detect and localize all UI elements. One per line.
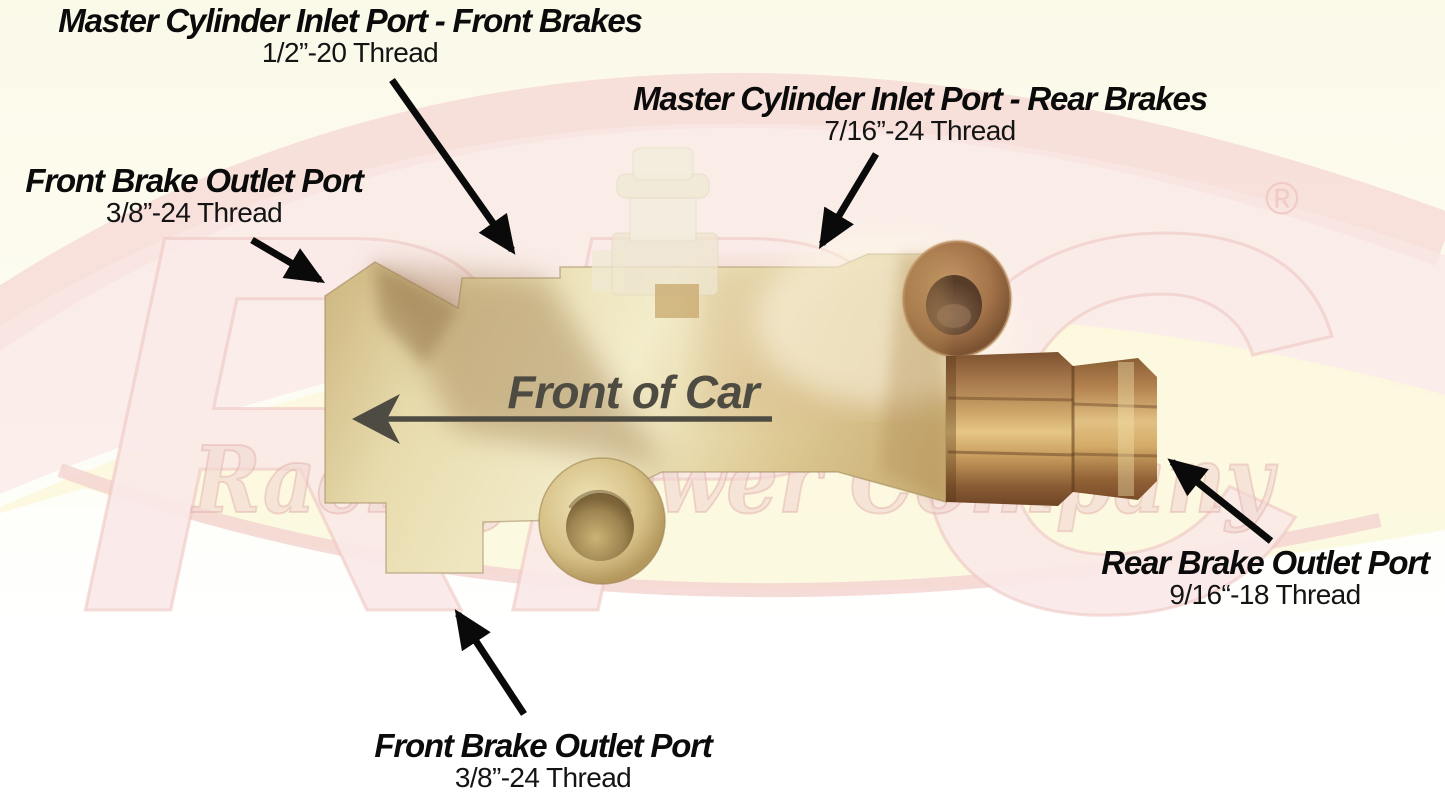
direction-arrow — [352, 394, 772, 444]
callout-mc-inlet-rear: Master Cylinder Inlet Port - Rear Brakes… — [633, 80, 1208, 147]
callout-arrow-mc-inlet-front — [389, 77, 516, 255]
callout-arrow-front-outlet-bottom — [454, 609, 527, 716]
callout-subtitle: 9/16“-18 Thread — [1169, 579, 1361, 611]
valve-body-reflection-edge — [375, 263, 458, 365]
hex-fitting-outer — [1071, 358, 1158, 500]
callout-title: Master Cylinder Inlet Port - Front Brake… — [58, 2, 643, 39]
bottom-boss-hole — [566, 493, 634, 561]
callout-title: Front Brake Outlet Port — [374, 727, 712, 764]
callout-rear-outlet: Rear Brake Outlet Port 9/16“-18 Thread — [1101, 544, 1430, 611]
plastic-switch-connector — [592, 147, 719, 318]
callout-arrow-front-outlet-left — [250, 236, 326, 284]
callout-arrow-rear-outlet — [1167, 458, 1274, 544]
callout-subtitle: 7/16”-24 Thread — [824, 115, 1016, 147]
callout-subtitle: 1/2”-20 Thread — [261, 37, 439, 69]
direction-label: Front of Car — [507, 366, 759, 418]
direction-arrowhead-icon — [352, 394, 400, 444]
watermark-bottom-arc — [57, 463, 1382, 598]
callout-front-outlet-bottom: Front Brake Outlet Port 3/8”-24 Thread — [374, 727, 712, 794]
callout-subtitle: 3/8”-24 Thread — [454, 762, 632, 794]
callout-title: Master Cylinder Inlet Port - Rear Brakes — [633, 80, 1208, 117]
bottom-boss — [538, 457, 666, 585]
hex-fitting-inner — [946, 352, 1074, 506]
callout-mc-inlet-front: Master Cylinder Inlet Port - Front Brake… — [58, 2, 643, 69]
watermark-top-band — [0, 72, 1445, 352]
registered-trademark-icon: ® — [1265, 172, 1299, 224]
valve-cone-shadow — [880, 254, 946, 502]
callout-arrow-mc-inlet-rear — [818, 152, 880, 250]
callout-title: Front Brake Outlet Port — [25, 162, 363, 199]
callout-front-outlet-left: Front Brake Outlet Port 3/8”-24 Thread — [25, 162, 363, 229]
callout-subtitle: 3/8”-24 Thread — [105, 197, 283, 229]
callout-title: Rear Brake Outlet Port — [1101, 544, 1430, 581]
